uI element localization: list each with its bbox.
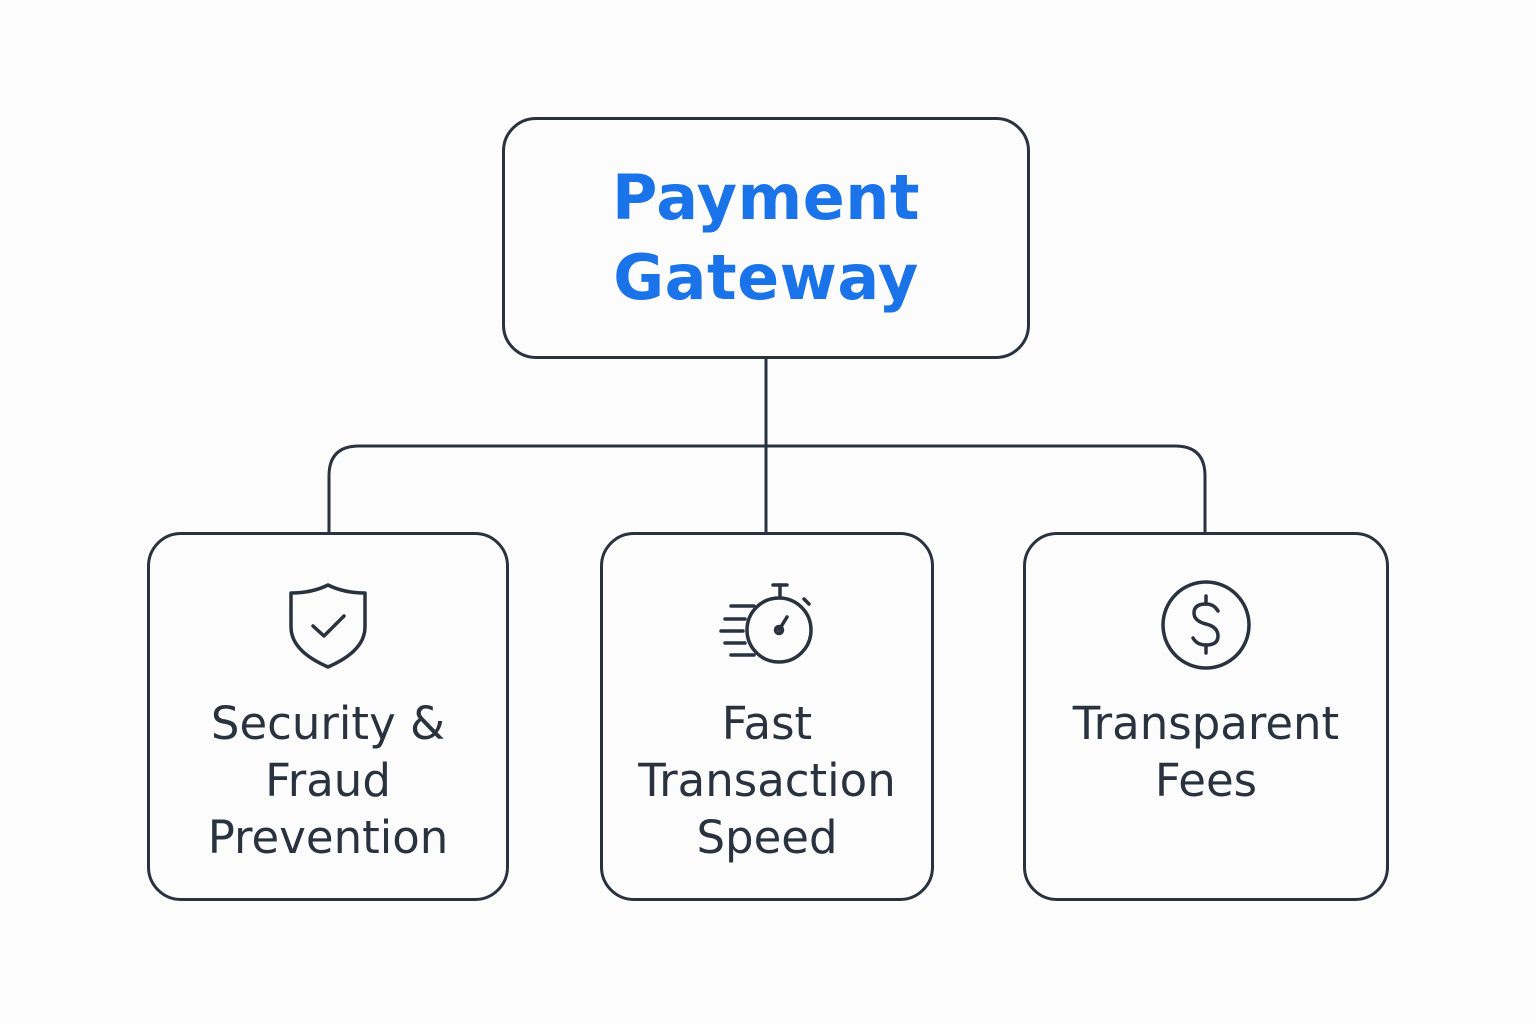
label-line: Fees — [1154, 754, 1258, 807]
label-line: Transparent — [1072, 697, 1340, 750]
root-title-line: Gateway — [613, 241, 919, 314]
label-line: Security & — [210, 697, 446, 750]
label-line: Fraud — [265, 754, 391, 807]
transparent-fees-box: Transparent Fees — [1023, 532, 1389, 901]
shield-check-icon — [289, 583, 367, 669]
label-line: Transaction — [638, 754, 896, 807]
root-title-line: Payment — [611, 161, 921, 234]
label-line: Fast — [721, 697, 813, 750]
label-line: Speed — [696, 811, 838, 864]
connector-branch — [327, 444, 1207, 532]
transparent-fees-label: Transparent Fees — [1026, 695, 1386, 809]
dollar-circle-icon — [1161, 580, 1251, 670]
root-title: Payment Gateway — [612, 158, 920, 318]
payment-gateway-box: Payment Gateway — [502, 117, 1030, 359]
security-fraud-label: Security & Fraud Prevention — [150, 695, 506, 866]
security-fraud-box: Security & Fraud Prevention — [147, 532, 509, 901]
fast-transaction-box: Fast Transaction Speed — [600, 532, 934, 901]
stopwatch-speed-icon — [719, 583, 813, 664]
fast-transaction-label: Fast Transaction Speed — [603, 695, 931, 866]
label-line: Prevention — [207, 811, 449, 864]
